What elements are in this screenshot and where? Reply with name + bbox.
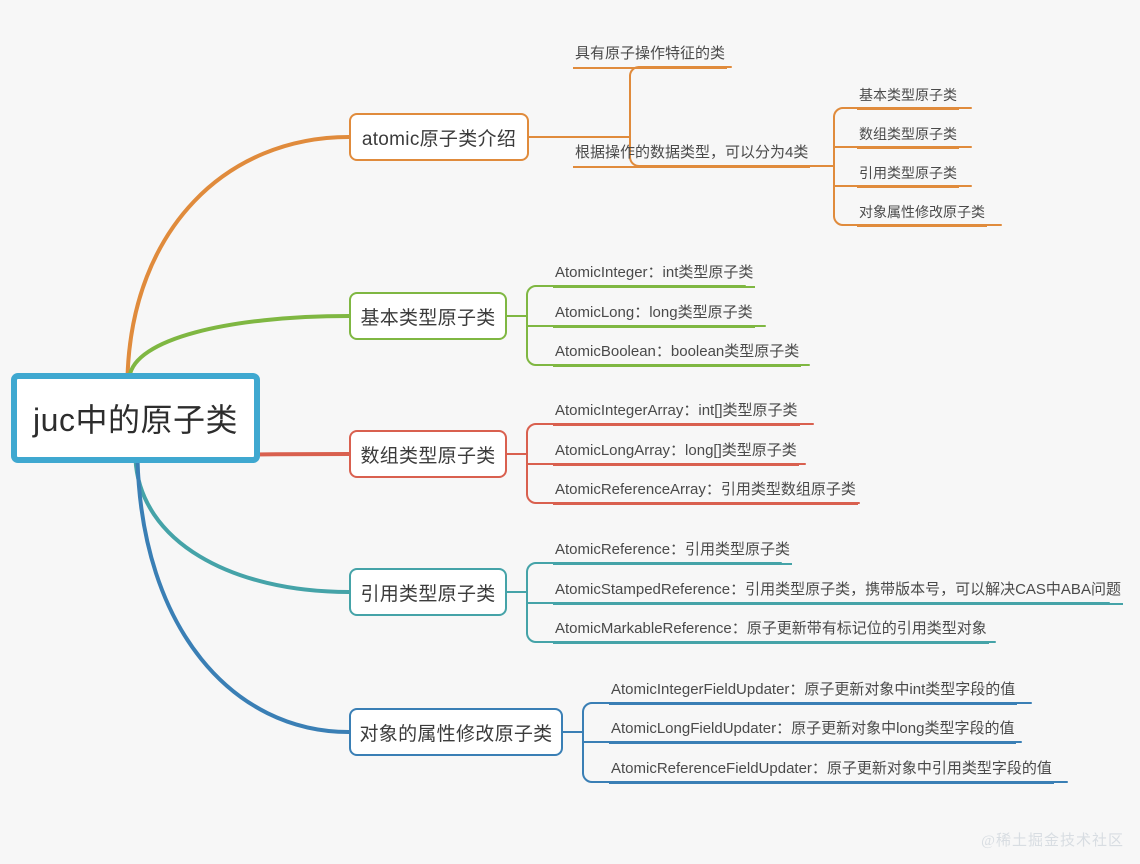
branch-node-label: 数组类型原子类 [360, 445, 496, 467]
leaf-label[interactable]: 具有原子操作特征的类 [573, 45, 728, 69]
sub-leaf-label[interactable]: 对象属性修改原子类 [857, 204, 987, 227]
sub-leaf-label[interactable]: 数组类型原子类 [857, 126, 959, 149]
leaf-label[interactable]: AtomicMarkableReference：原子更新带有标记位的引用类型对象 [553, 620, 989, 644]
branch-node-reference-types[interactable]: 引用类型原子类 [349, 568, 507, 616]
root-node-label: juc中的原子类 [33, 402, 238, 438]
leaf-label[interactable]: AtomicBoolean：boolean类型原子类 [553, 343, 802, 367]
leaf-label[interactable]: AtomicIntegerFieldUpdater：原子更新对象中int类型字段… [609, 681, 1018, 705]
sub-leaf-label[interactable]: 引用类型原子类 [857, 165, 959, 188]
leaf-label[interactable]: AtomicLong：long类型原子类 [553, 304, 755, 328]
leaf-label[interactable]: AtomicLongFieldUpdater：原子更新对象中long类型字段的值 [609, 720, 1017, 744]
leaf-label[interactable]: AtomicLongArray：long[]类型原子类 [553, 442, 799, 466]
branch-node-label: 对象的属性修改原子类 [359, 723, 553, 745]
leaf-label[interactable]: AtomicStampedReference：引用类型原子类，携带版本号，可以解… [553, 581, 1123, 605]
leaf-label[interactable]: AtomicReferenceFieldUpdater：原子更新对象中引用类型字… [609, 760, 1054, 784]
branch-node-label: atomic原子类介绍 [361, 128, 517, 150]
branch-node-label: 引用类型原子类 [360, 583, 496, 605]
leaf-label[interactable]: AtomicReference：引用类型原子类 [553, 541, 793, 565]
leaf-label[interactable]: 根据操作的数据类型，可以分为4类 [573, 144, 811, 168]
watermark: @稀土掘金技术社区 [981, 833, 1124, 849]
leaf-label[interactable]: AtomicInteger：int类型原子类 [553, 264, 756, 288]
sub-leaf-label[interactable]: 基本类型原子类 [857, 87, 959, 110]
branch-node-array-types[interactable]: 数组类型原子类 [349, 430, 507, 478]
branch-node-field-updaters[interactable]: 对象的属性修改原子类 [349, 708, 563, 756]
branch-node-primitive-types[interactable]: 基本类型原子类 [349, 292, 507, 340]
branch-node-atomic-intro[interactable]: atomic原子类介绍 [349, 113, 529, 161]
leaf-label[interactable]: AtomicReferenceArray：引用类型数组原子类 [553, 481, 858, 505]
leaf-label[interactable]: AtomicIntegerArray：int[]类型原子类 [553, 402, 800, 426]
branch-node-label: 基本类型原子类 [360, 307, 496, 329]
root-node[interactable]: juc中的原子类 [11, 373, 260, 463]
